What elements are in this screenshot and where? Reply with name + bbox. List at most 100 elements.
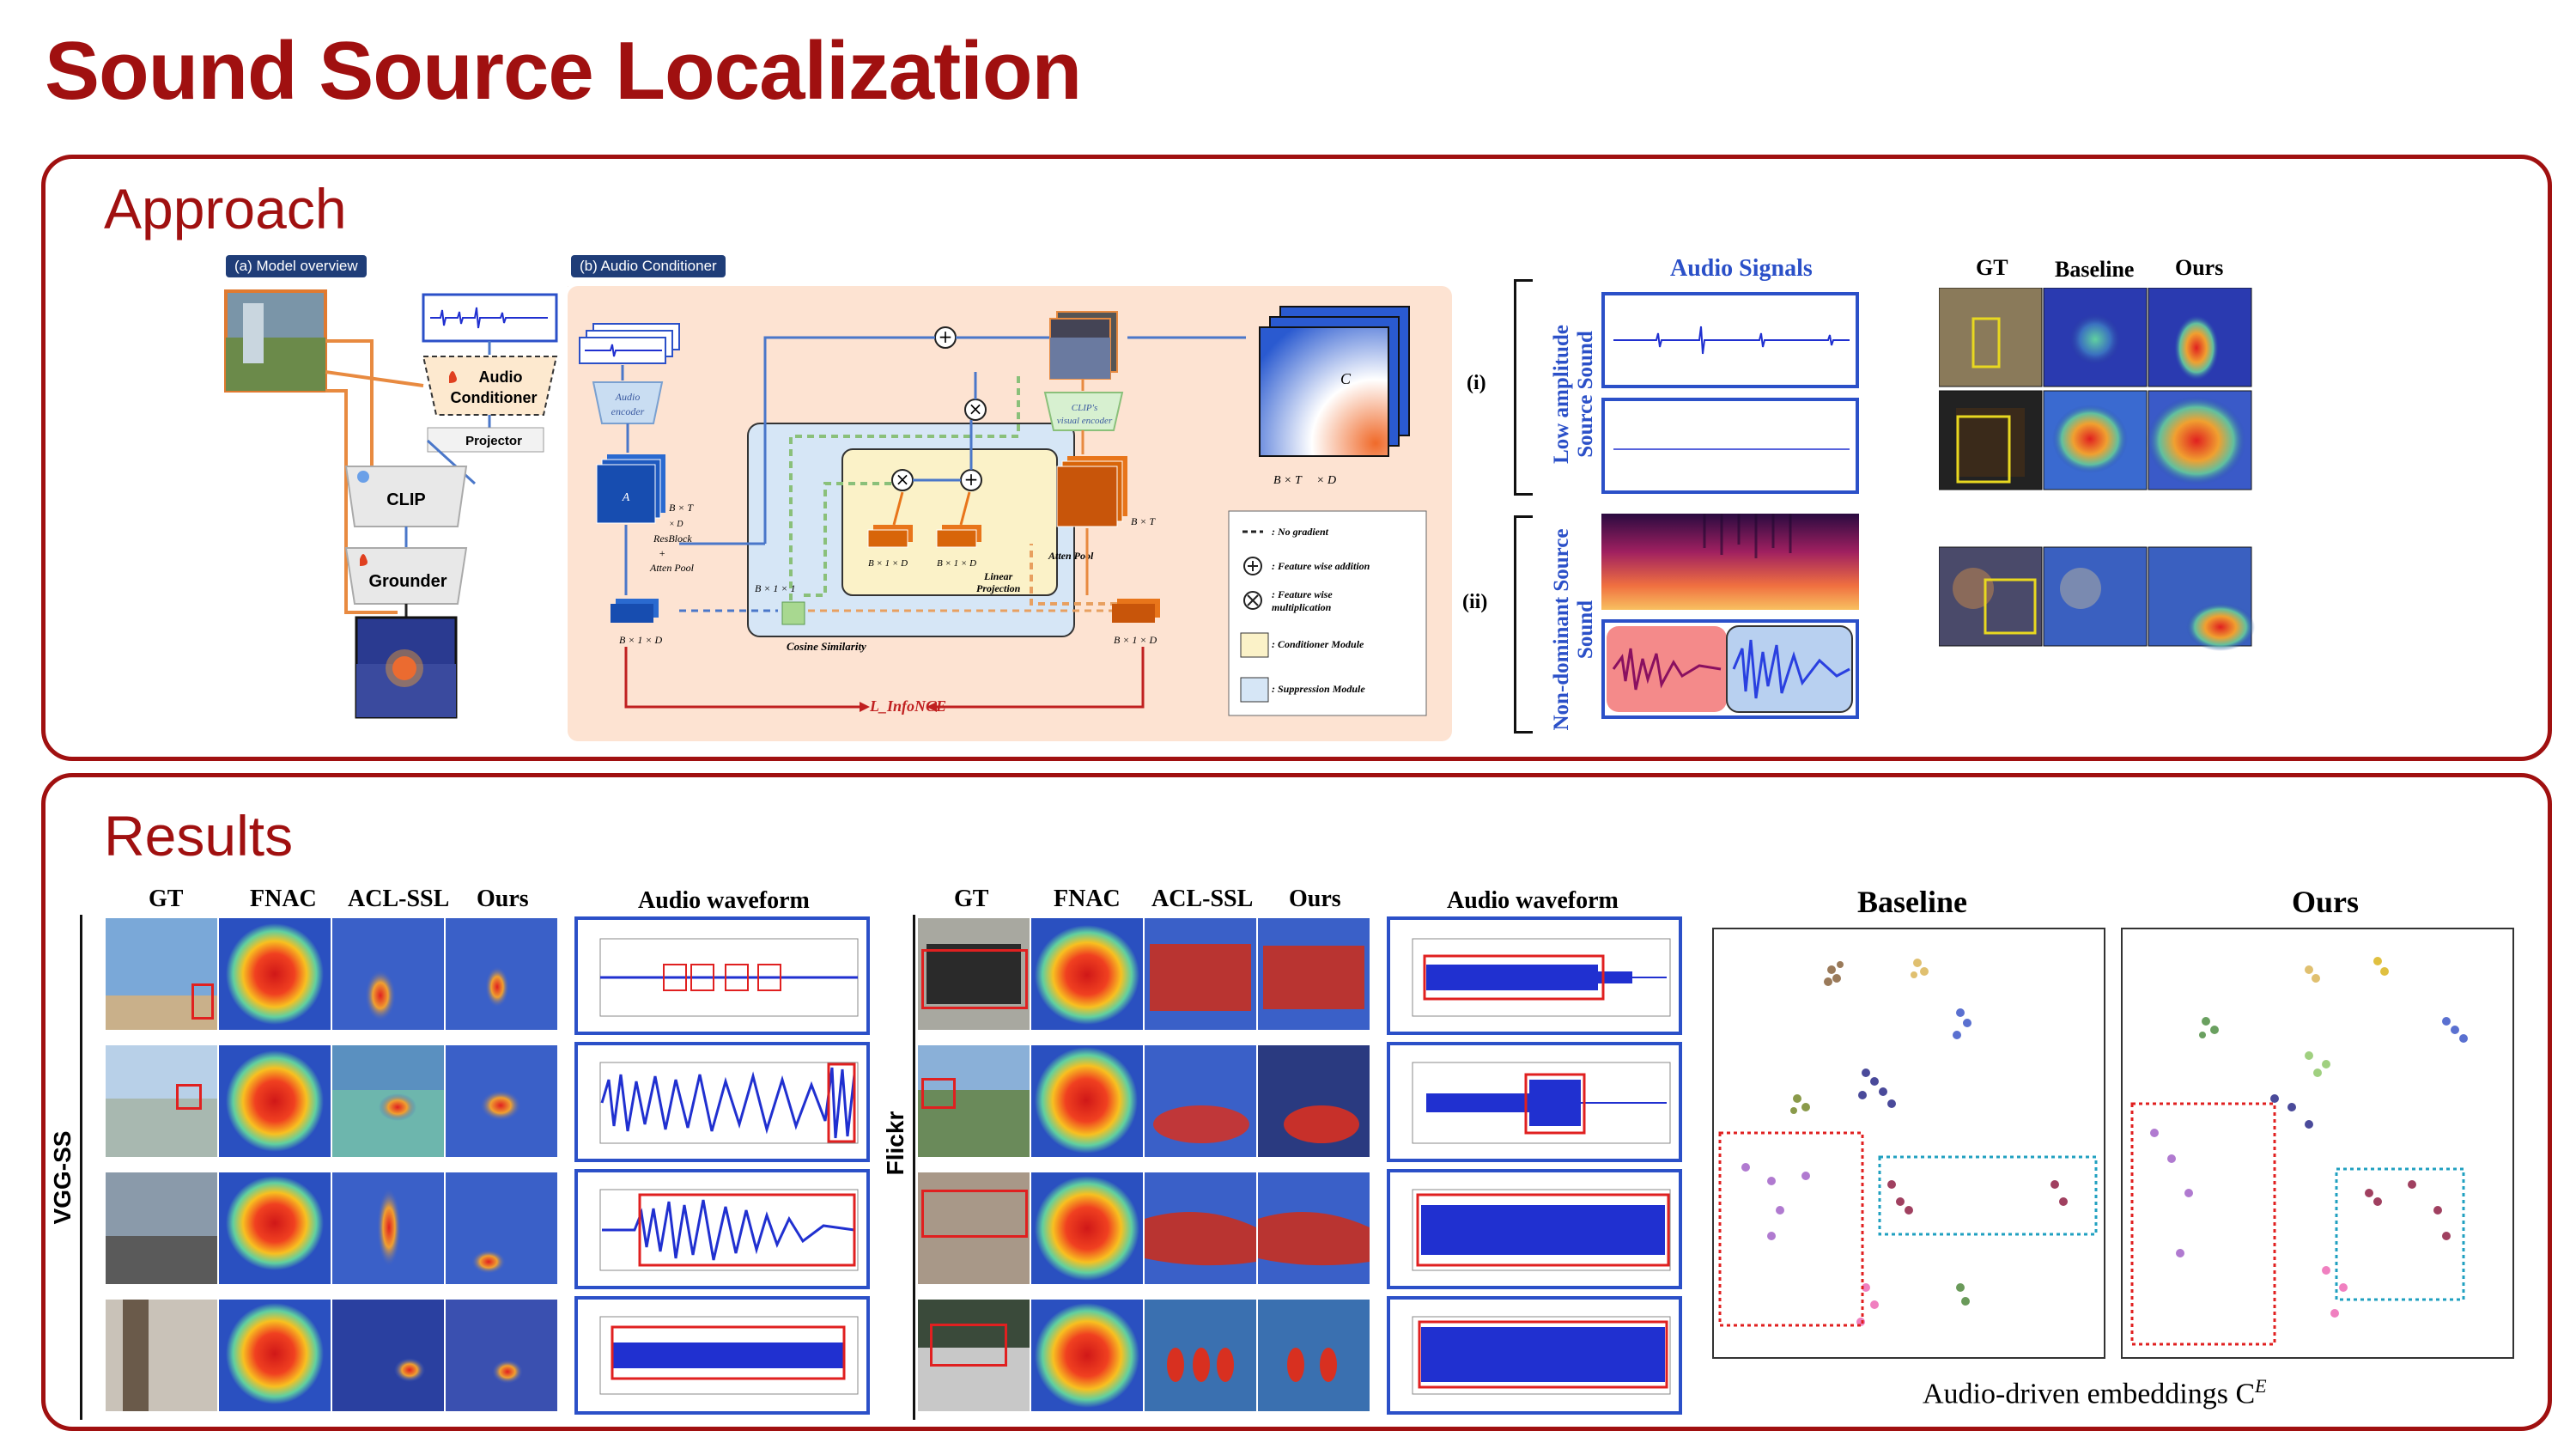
svg-text:Grounder: Grounder xyxy=(368,572,447,591)
embed-ours-header: Ours xyxy=(2292,885,2360,919)
svg-text:ResBlock: ResBlock xyxy=(653,533,692,545)
model-overview-tag: (a) Model overview xyxy=(226,255,367,277)
flickr-wave-2 xyxy=(1387,1042,1682,1162)
svg-text:C: C xyxy=(1340,370,1352,387)
svg-text:Projection: Projection xyxy=(976,582,1021,594)
svg-text:CLIP: CLIP xyxy=(386,490,426,509)
svg-text:B × T: B × T xyxy=(1131,515,1156,527)
svg-text:A: A xyxy=(622,491,630,504)
flickr-bracket xyxy=(913,915,931,1420)
vgg-bracket xyxy=(80,915,98,1420)
flickr-ours-header: Ours xyxy=(1289,886,1341,912)
vgg-fnac-header: FNAC xyxy=(250,886,317,912)
svg-text:× D: × D xyxy=(669,520,683,529)
flickr-wave-4 xyxy=(1387,1296,1682,1415)
flickr-row-1 xyxy=(918,918,1370,1030)
flickr-wave-1 xyxy=(1387,916,1682,1035)
row-ii-label: (ii) xyxy=(1462,591,1488,613)
svg-text:Conditioner: Conditioner xyxy=(451,389,538,406)
vgg-row-1 xyxy=(106,918,557,1030)
col-baseline-header: Baseline xyxy=(2055,257,2135,282)
svg-text:× D: × D xyxy=(1316,474,1336,487)
col-gt-header: GT xyxy=(1976,255,2008,280)
vgg-wave-3 xyxy=(574,1169,870,1289)
legend-feature-add: : Feature wise addition xyxy=(1272,560,1370,572)
embed-baseline-header: Baseline xyxy=(1857,885,1968,919)
vgg-wave-1 xyxy=(574,916,870,1035)
vgg-wave-4 xyxy=(574,1296,870,1415)
vgg-row-2 xyxy=(106,1045,557,1157)
results-panel: Results GT FNAC ACL-SSL Ours Audio wavef… xyxy=(41,773,2552,1431)
approach-heatmaps xyxy=(1939,288,2255,651)
svg-text:B × 1 × D: B × 1 × D xyxy=(937,558,976,569)
vgg-wave-header: Audio waveform xyxy=(638,887,810,914)
row-i-label: (i) xyxy=(1467,372,1486,394)
legend-no-gradient: : No gradient xyxy=(1272,526,1328,538)
svg-text:B × 1 × D: B × 1 × D xyxy=(619,634,663,646)
svg-text:B × T: B × T xyxy=(669,502,694,514)
svg-text:B × 1 × D: B × 1 × D xyxy=(868,558,908,569)
svg-text:B × 1 × 1: B × 1 × 1 xyxy=(755,582,796,594)
flickr-gt-box-3 xyxy=(921,1190,1028,1238)
flickr-row-4 xyxy=(918,1300,1370,1411)
embed-ours-plot xyxy=(2121,928,2514,1359)
model-overview-diagram: Audio Conditioner Projector CLIP Grounde… xyxy=(224,289,558,719)
flickr-gt-box-2 xyxy=(921,1078,956,1109)
vgg-ours-header: Ours xyxy=(477,886,529,912)
group-ii-label: Non-dominant Source Sound xyxy=(1550,528,1597,731)
col-ours-header: Ours xyxy=(2175,255,2224,280)
flickr-wave-header: Audio waveform xyxy=(1447,887,1619,914)
results-heading: Results xyxy=(104,804,294,868)
vgg-wave-2 xyxy=(574,1042,870,1162)
flickr-row-2 xyxy=(918,1045,1370,1157)
embed-baseline-plot xyxy=(1712,928,2105,1359)
audio-signals-header: Audio Signals xyxy=(1670,255,1813,282)
vgg-row-3 xyxy=(106,1172,557,1284)
legend-feature-mult: : Feature wise multiplication xyxy=(1272,588,1333,613)
approach-panel: Approach (a) Model overview Audio Condit… xyxy=(41,155,2552,761)
page-title: Sound Source Localization xyxy=(45,25,1082,117)
audio-conditioner-tag: (b) Audio Conditioner xyxy=(571,255,726,277)
spectrogram xyxy=(1601,514,1859,610)
svg-text:Atten Pool: Atten Pool xyxy=(649,562,695,574)
vgg-waveforms xyxy=(574,916,870,1415)
flickr-gt-box-4 xyxy=(930,1324,1007,1367)
flickr-fnac-header: FNAC xyxy=(1054,886,1121,912)
svg-text:+: + xyxy=(659,547,665,559)
svg-text:CLIP's: CLIP's xyxy=(1072,403,1097,413)
low-amp-wave-2 xyxy=(1601,398,1859,494)
mixed-wave xyxy=(1601,619,1859,719)
svg-text:Linear: Linear xyxy=(983,570,1013,582)
svg-text:×: × xyxy=(969,399,983,419)
embed-caption: Audio-driven embeddings CE xyxy=(1923,1375,2267,1410)
flickr-wave-3 xyxy=(1387,1169,1682,1289)
svg-text:Projector: Projector xyxy=(465,434,522,448)
bracket-i xyxy=(1514,279,1533,496)
vgg-row-4 xyxy=(106,1300,557,1411)
svg-text:Audio: Audio xyxy=(615,391,641,403)
vgg-gt-box-1 xyxy=(191,983,214,1020)
flickr-gt-header: GT xyxy=(954,886,989,912)
flickr-acl-header: ACL-SSL xyxy=(1151,886,1254,912)
legend-suppression: : Suppression Module xyxy=(1272,683,1365,695)
flickr-gt-box-1 xyxy=(921,949,1028,1009)
audio-conditioner-diagram: Audio encoder A B × T × D ResBlock + Att… xyxy=(568,286,1452,741)
svg-text:Atten Pool: Atten Pool xyxy=(1048,550,1094,562)
svg-text:+: + xyxy=(939,326,953,347)
vgg-acl-header: ACL-SSL xyxy=(348,886,450,912)
vgg-heatmap-grid xyxy=(106,918,557,1411)
svg-text:visual encoder: visual encoder xyxy=(1057,416,1113,426)
legend-conditioner: : Conditioner Module xyxy=(1272,638,1364,650)
low-amp-wave-1 xyxy=(1601,292,1859,388)
svg-text:encoder: encoder xyxy=(611,405,645,417)
svg-text:B × 1 × D: B × 1 × D xyxy=(1114,634,1157,646)
flickr-waveforms xyxy=(1387,916,1682,1415)
svg-text:Cosine Similarity: Cosine Similarity xyxy=(787,640,866,653)
audio-conditioner-label: Audio xyxy=(479,368,523,386)
svg-text:B × T: B × T xyxy=(1273,474,1303,487)
vgg-gt-header: GT xyxy=(149,886,184,912)
loss-label: L_InfoNCE xyxy=(870,697,947,715)
svg-text:×: × xyxy=(896,469,910,490)
group-i-label: Low amplitude Source Sound xyxy=(1550,325,1597,464)
bracket-ii xyxy=(1514,515,1533,734)
